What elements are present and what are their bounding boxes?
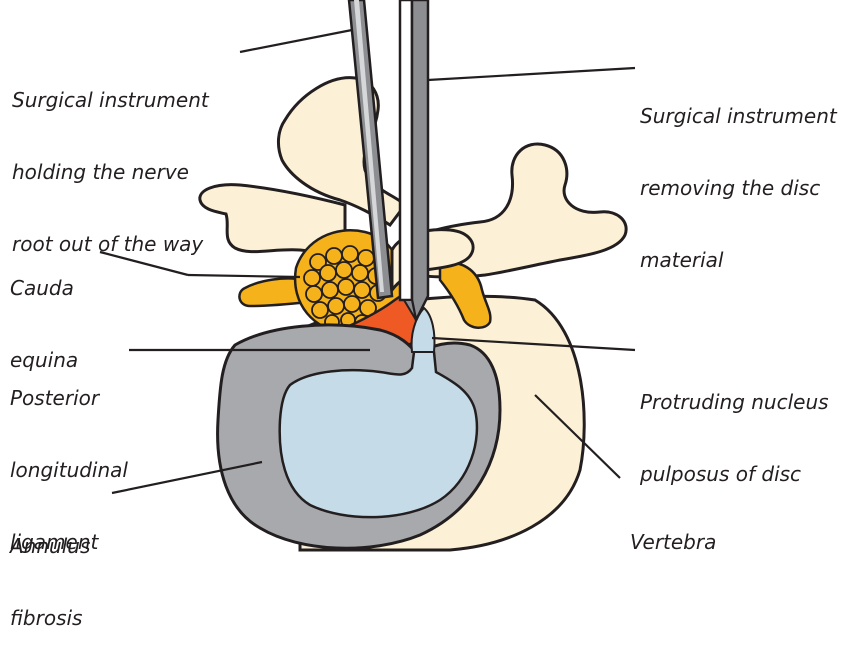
label-vertebra: Vertebra — [630, 482, 716, 578]
leader-instrument-right — [428, 68, 635, 80]
label-annulus: Annulus fibrosis — [10, 486, 90, 654]
instrument-right — [400, 0, 428, 320]
label-instrument-right: Surgical instrument removing the disc ma… — [640, 56, 837, 296]
leader-instrument-left — [240, 30, 352, 52]
